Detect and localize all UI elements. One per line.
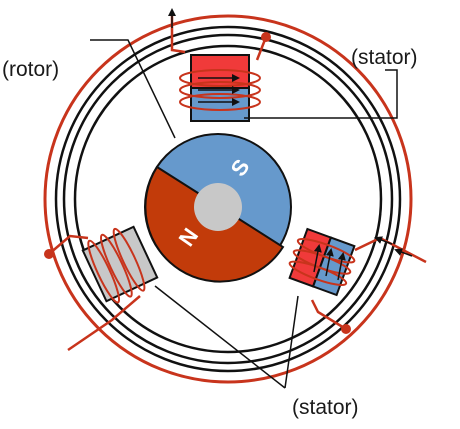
stator-top-leader-line <box>244 69 398 119</box>
stator-bottom-label: (stator) <box>292 396 359 419</box>
stator-left-lead-wire <box>67 295 141 352</box>
rotor-leader-line <box>90 39 176 139</box>
current-arrow <box>374 236 393 245</box>
stator-top-label: (stator) <box>351 46 418 69</box>
stator-bottom-leader-line <box>154 285 286 389</box>
stator-bottom-leader-line <box>284 295 299 389</box>
housing-ring-mid <box>62 33 394 365</box>
rotor-label: (rotor) <box>2 58 59 81</box>
housing-ring-outer <box>54 25 402 373</box>
stator-right-lead-wire <box>310 299 347 331</box>
stator-left-coil <box>87 227 146 304</box>
stator-right-coil <box>288 238 356 286</box>
current-arrow <box>394 248 413 257</box>
stator-top-coil <box>179 69 261 111</box>
stator-left <box>81 225 159 304</box>
stator-right <box>288 227 356 297</box>
outer-wire-ring <box>43 14 413 384</box>
current-arrow <box>337 252 346 281</box>
stator-top <box>168 8 268 122</box>
rotor: N S <box>144 133 292 283</box>
rotor-shaft <box>194 183 242 231</box>
current-arrow <box>313 244 322 273</box>
stator-left-lead-wire <box>48 234 89 255</box>
current-arrow <box>325 248 334 277</box>
stator-top-lead-wire <box>255 36 268 61</box>
housing-ring-inner <box>73 44 383 354</box>
stator-top-blue <box>190 87 250 122</box>
